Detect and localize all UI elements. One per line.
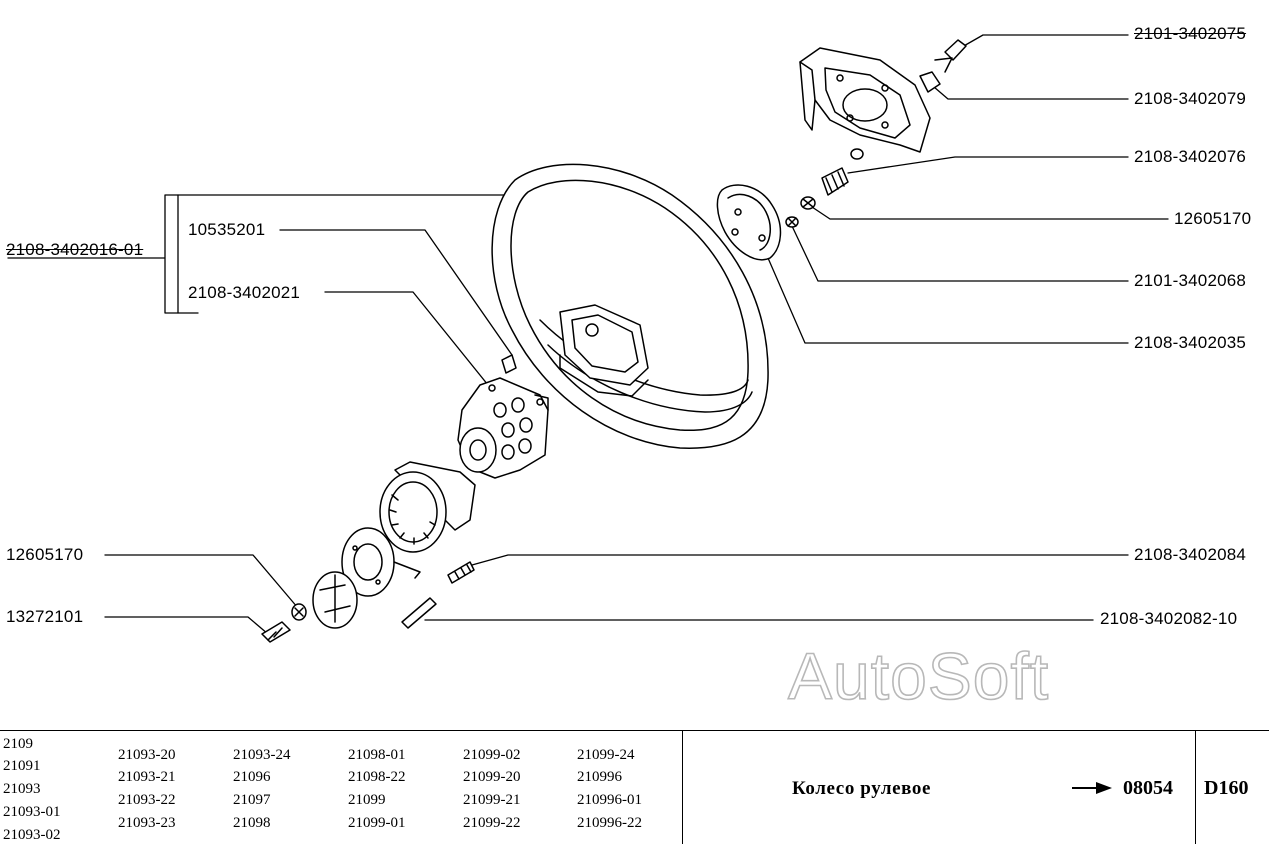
model-item: 21099-21	[463, 792, 521, 808]
contact-plate	[716, 184, 782, 261]
horn-cover	[799, 47, 931, 153]
callout-2101-3402075: 2101-3402075	[1134, 24, 1247, 43]
model-item: 21093-22	[118, 792, 176, 808]
arrow-right-icon	[1072, 782, 1112, 794]
spring-2108-3402084	[447, 561, 475, 584]
callout-2108-3402079: 2108-3402079	[1134, 89, 1247, 108]
diagram-drawing	[7, 34, 1169, 643]
page-title: Колесо рулевое	[792, 778, 931, 799]
model-item: 21099-02	[463, 747, 521, 763]
callout-2108-3402084: 2108-3402084	[1134, 545, 1247, 564]
model-item: 21093-21	[118, 769, 176, 785]
horn-contact-disc	[341, 527, 421, 597]
contact-ring	[379, 461, 476, 553]
insulator-disc	[312, 571, 358, 629]
model-item: 21093-02	[3, 827, 61, 843]
callout-2108-3402016-01: 2108-3402016-01	[6, 240, 144, 259]
callout-2108-3402021: 2108-3402021	[188, 283, 301, 302]
footer-divider	[1195, 731, 1196, 844]
callout-12605170-left: 12605170	[6, 545, 84, 564]
bottom-fasteners	[261, 603, 307, 643]
leader-lines	[7, 34, 1169, 635]
model-item: 21099-20	[463, 769, 521, 785]
callout-2101-3402068: 2101-3402068	[1134, 271, 1247, 290]
model-item: 21099	[348, 792, 386, 808]
top-fasteners	[785, 39, 967, 228]
callout-13272101: 13272101	[6, 607, 84, 626]
model-item: 21098-22	[348, 769, 406, 785]
model-item: 21099-24	[577, 747, 635, 763]
callout-2108-3402082-10: 2108-3402082-10	[1100, 609, 1238, 628]
watermark: AutoSoft	[787, 639, 1050, 713]
model-item: 21099-22	[463, 815, 521, 831]
screw-10535201	[501, 354, 517, 374]
footer-table: 2109 21091 21093 21093-01 21093-02 21093…	[0, 730, 1269, 844]
model-item: 21093-01	[3, 804, 61, 820]
model-item: 21096	[233, 769, 271, 785]
callout-2108-3402076: 2108-3402076	[1134, 147, 1247, 166]
model-item: 21093-24	[233, 747, 291, 763]
model-item: 210996-22	[577, 815, 642, 831]
hub	[457, 377, 549, 479]
model-item: 21093-23	[118, 815, 176, 831]
model-item: 21099-01	[348, 815, 406, 831]
model-item: 210996-01	[577, 792, 642, 808]
model-item: 21098	[233, 815, 271, 831]
model-item: 2109	[3, 736, 33, 752]
page-code: D160	[1204, 777, 1249, 799]
footer-divider	[682, 731, 683, 844]
model-item: 21091	[3, 758, 41, 774]
steering-wheel-rim	[491, 163, 769, 449]
catalog-number: 08054	[1123, 777, 1173, 799]
callout-10535201: 10535201	[188, 220, 266, 239]
model-item: 21093	[3, 781, 41, 797]
callout-2108-3402035: 2108-3402035	[1134, 333, 1247, 352]
callout-12605170-right: 12605170	[1174, 209, 1252, 228]
model-item: 210996	[577, 769, 622, 785]
model-item: 21097	[233, 792, 271, 808]
exploded-diagram: 2108-3402016-01 10535201 2108-3402021 12…	[6, 24, 1252, 713]
model-item: 21098-01	[348, 747, 406, 763]
pin-2108-3402082-10	[401, 597, 437, 629]
model-item: 21093-20	[118, 747, 176, 763]
